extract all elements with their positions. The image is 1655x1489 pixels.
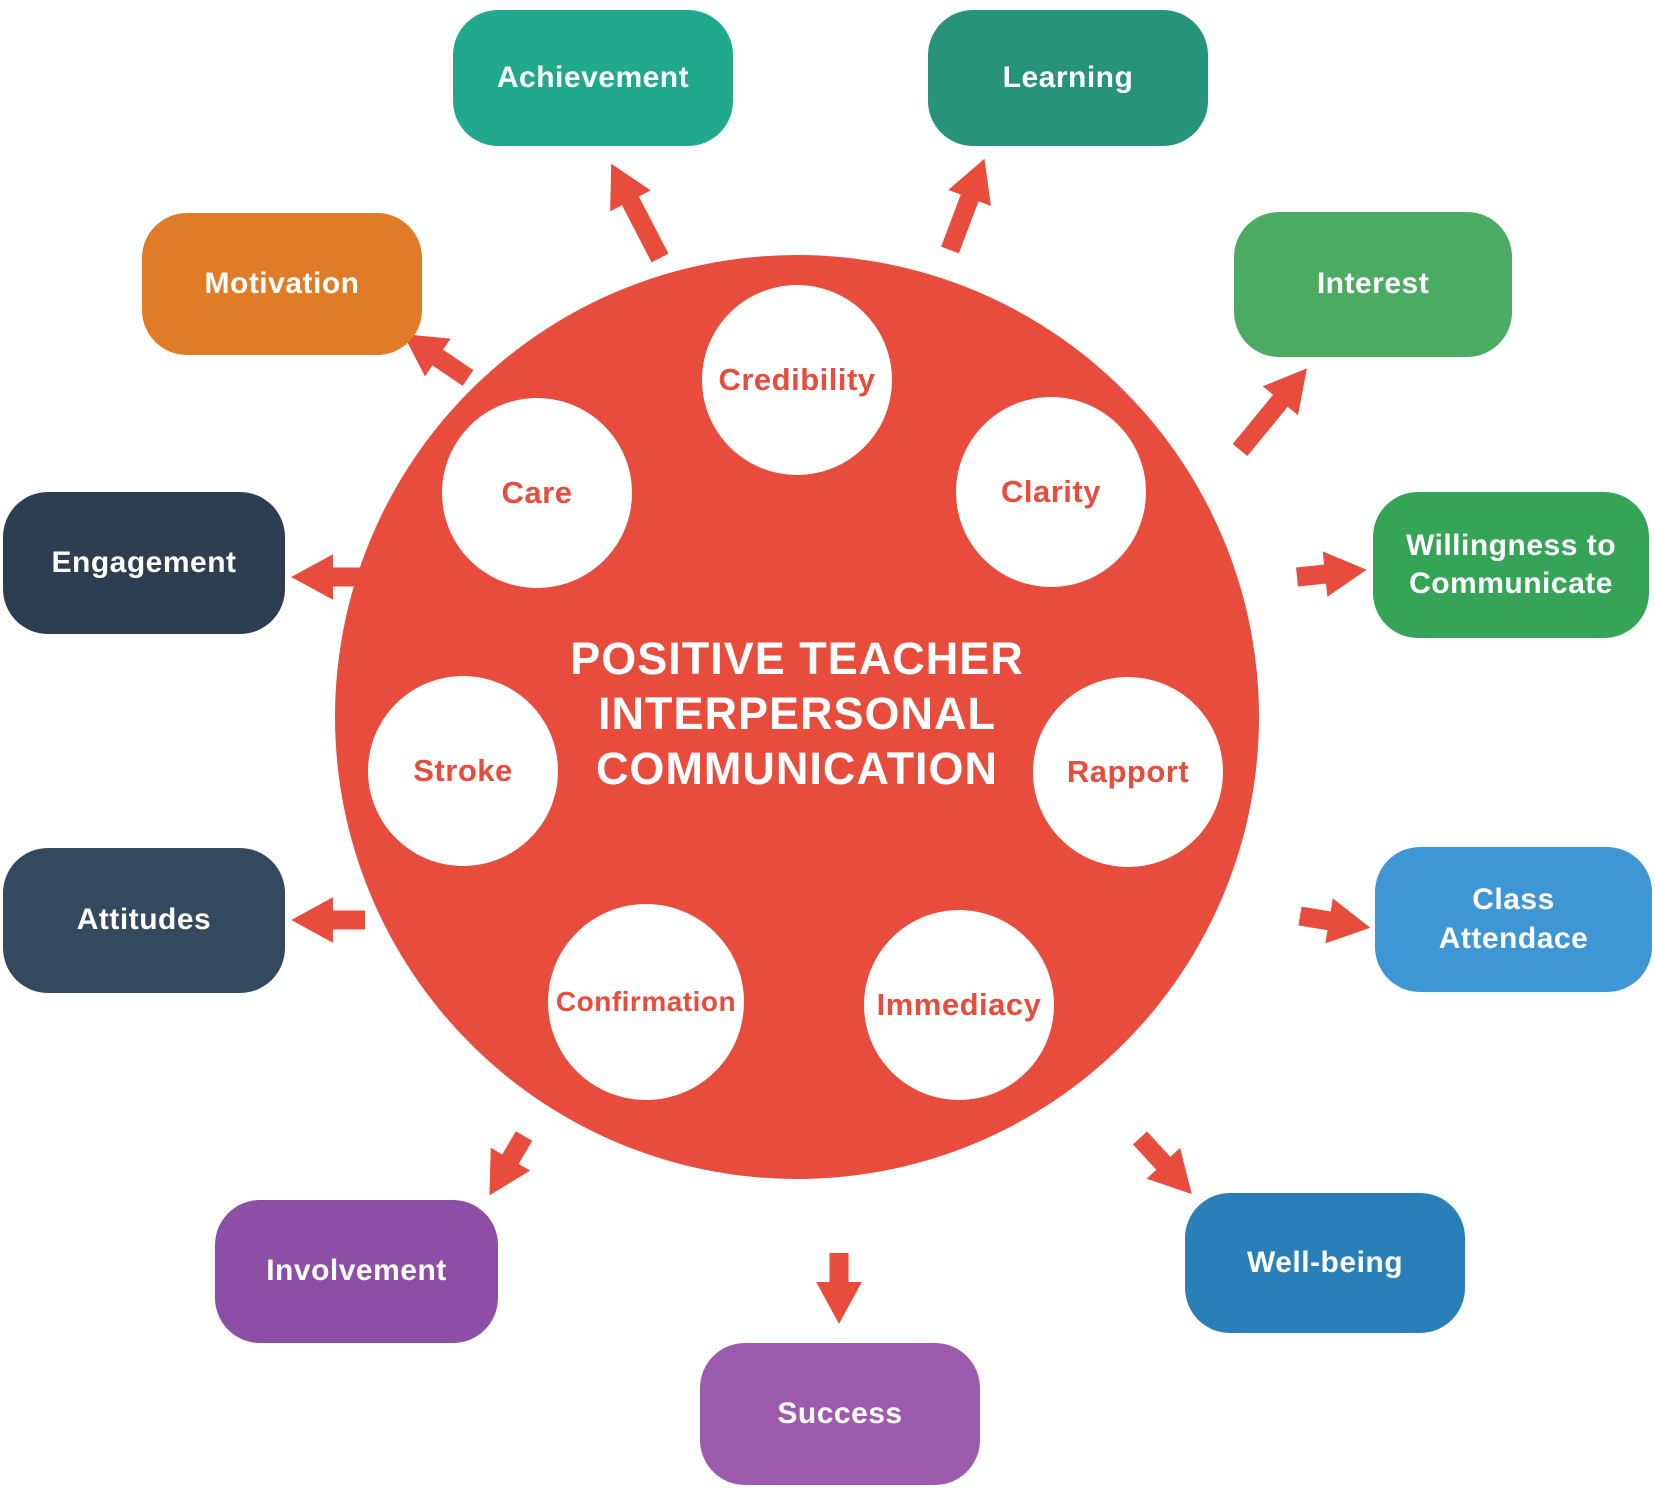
inner-node-label: Rapport xyxy=(1066,754,1190,789)
inner-node-label: Care xyxy=(501,475,573,510)
outer-node-label: Interest xyxy=(1316,267,1430,301)
outer-node-learning: Learning xyxy=(928,10,1208,146)
center-title: POSITIVE TEACHER INTERPERSONAL COMMUNICA… xyxy=(567,632,1027,797)
arrow-to-learning xyxy=(941,158,991,254)
outer-node-label: Class Attendace xyxy=(1438,883,1589,955)
outer-node-label: Engagement xyxy=(51,545,237,579)
inner-node-credibility: Credibility xyxy=(702,285,892,475)
arrow-to-well-being xyxy=(1133,1131,1192,1195)
inner-node-label: Confirmation xyxy=(555,986,737,1017)
outer-node-label: Involvement xyxy=(266,1254,447,1288)
inner-node-care: Care xyxy=(442,398,632,588)
outer-node-engagement: Engagement xyxy=(3,492,285,634)
outer-node-label: Well-being xyxy=(1246,1245,1404,1279)
outer-node-success: Success xyxy=(700,1343,980,1485)
outer-node-label: Attitudes xyxy=(76,903,212,937)
inner-node-label: Stroke xyxy=(413,753,513,788)
outer-node-well-being: Well-being xyxy=(1185,1193,1465,1333)
arrow-to-interest xyxy=(1232,368,1307,457)
outer-node-attitudes: Attitudes xyxy=(3,848,285,993)
inner-node-label: Credibility xyxy=(718,362,876,397)
outer-node-label: Success xyxy=(777,1396,903,1430)
outer-node-label: Achievement xyxy=(496,60,690,94)
center-title-line-3: COMMUNICATION xyxy=(595,742,999,794)
outer-node-class-attendace: Class Attendace xyxy=(1375,847,1652,992)
arrow-to-willingness xyxy=(1296,551,1367,597)
arrow-to-achievement xyxy=(610,163,669,263)
outer-node-motivation: Motivation xyxy=(142,213,422,355)
arrow-to-class-attendace xyxy=(1298,898,1371,944)
center-title-line-1: POSITIVE TEACHER xyxy=(570,633,1024,684)
inner-node-label: Clarity xyxy=(1001,474,1101,509)
outer-node-interest: Interest xyxy=(1234,212,1512,357)
inner-node-rapport: Rapport xyxy=(1033,677,1223,867)
outer-node-involvement: Involvement xyxy=(215,1200,498,1343)
outer-node-label: Learning xyxy=(1002,60,1134,94)
arrow-to-involvement xyxy=(489,1131,533,1196)
arrow-to-motivation xyxy=(403,334,474,386)
inner-node-stroke: Stroke xyxy=(368,676,558,866)
inner-node-label: Immediacy xyxy=(876,987,1042,1022)
inner-node-clarity: Clarity xyxy=(956,397,1146,587)
outer-node-achievement: Achievement xyxy=(453,10,733,146)
outer-node-label: Motivation xyxy=(204,266,360,300)
outer-node-label: Willingness to Communicate xyxy=(1405,528,1617,600)
outer-node-willingness-to-communicate: Willingness to Communicate xyxy=(1373,492,1649,638)
inner-node-immediacy: Immediacy xyxy=(864,910,1054,1100)
inner-node-confirmation: Confirmation xyxy=(548,904,744,1100)
center-title-line-2: INTERPERSONAL xyxy=(597,687,997,739)
